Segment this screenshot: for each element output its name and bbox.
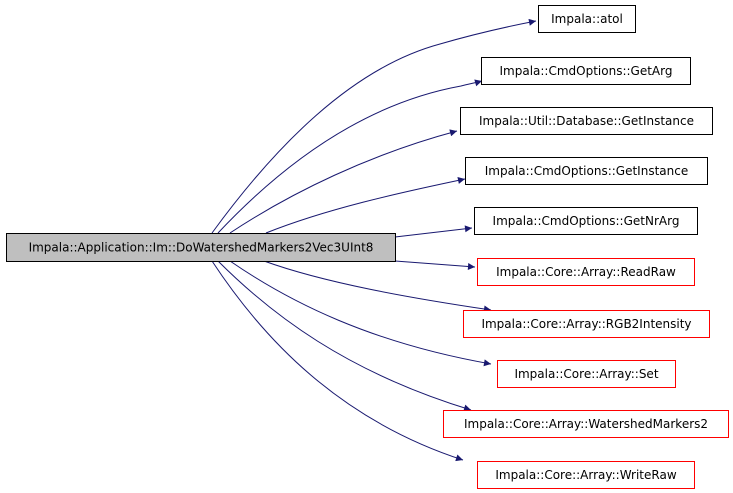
call-edge-8	[229, 260, 492, 367]
call-edge-4	[265, 177, 466, 234]
callee-node-6-label: Impala::Core::Array::ReadRaw	[496, 265, 676, 279]
function-nodes: Impala::Application::Im::DoWatershedMark…	[6, 5, 729, 489]
callee-node-6[interactable]: Impala::Core::Array::ReadRaw	[477, 258, 695, 286]
callee-node-1[interactable]: Impala::atol	[538, 5, 636, 33]
callee-node-9-label: Impala::Core::Array::WatershedMarkers2	[464, 417, 708, 431]
callee-node-1-label: Impala::atol	[551, 12, 623, 26]
call-edge-5	[394, 225, 473, 238]
callee-node-8-label: Impala::Core::Array::Set	[514, 367, 658, 381]
callee-node-10-box	[477, 461, 695, 489]
callee-node-10-label: Impala::Core::Array::WriteRaw	[495, 468, 676, 482]
callee-node-5-box	[474, 207, 698, 235]
callee-node-4[interactable]: Impala::CmdOptions::GetInstance	[465, 157, 708, 185]
callee-node-7-label: Impala::Core::Array::RGB2Intensity	[481, 317, 691, 331]
callee-node-8[interactable]: Impala::Core::Array::Set	[497, 360, 676, 388]
source-function-node-box	[6, 233, 396, 262]
callee-node-5[interactable]: Impala::CmdOptions::GetNrArg	[474, 207, 698, 235]
callee-node-6-box	[477, 258, 695, 286]
call-edge-7	[263, 260, 492, 313]
call-edge-1	[211, 18, 537, 234]
callee-node-7-box	[463, 310, 710, 338]
callee-node-9-box	[443, 410, 729, 438]
callee-node-3[interactable]: Impala::Util::Database::GetInstance	[460, 107, 713, 135]
callee-node-2-label: Impala::CmdOptions::GetArg	[500, 64, 673, 78]
callee-node-3-box	[460, 107, 713, 135]
call-edge-10	[211, 260, 464, 462]
call-edge-6	[394, 260, 476, 270]
callee-node-8-box	[497, 360, 676, 388]
callee-node-4-box	[465, 157, 708, 185]
callee-node-3-label: Impala::Util::Database::GetInstance	[479, 114, 694, 128]
call-edge-3	[229, 129, 458, 234]
call-edge-9	[217, 260, 472, 412]
source-function-node-label: Impala::Application::Im::DoWatershedMark…	[29, 241, 374, 255]
callee-node-2[interactable]: Impala::CmdOptions::GetArg	[481, 57, 691, 85]
callee-node-1-box	[538, 5, 636, 33]
callee-node-5-label: Impala::CmdOptions::GetNrArg	[493, 214, 680, 228]
callee-node-10[interactable]: Impala::Core::Array::WriteRaw	[477, 461, 695, 489]
callee-node-2-box	[481, 57, 691, 85]
source-function-node[interactable]: Impala::Application::Im::DoWatershedMark…	[6, 233, 396, 262]
callee-node-4-label: Impala::CmdOptions::GetInstance	[485, 164, 688, 178]
callee-node-9[interactable]: Impala::Core::Array::WatershedMarkers2	[443, 410, 729, 438]
call-edges	[211, 18, 537, 462]
call-edge-2	[217, 79, 483, 234]
callee-node-7[interactable]: Impala::Core::Array::RGB2Intensity	[463, 310, 710, 338]
